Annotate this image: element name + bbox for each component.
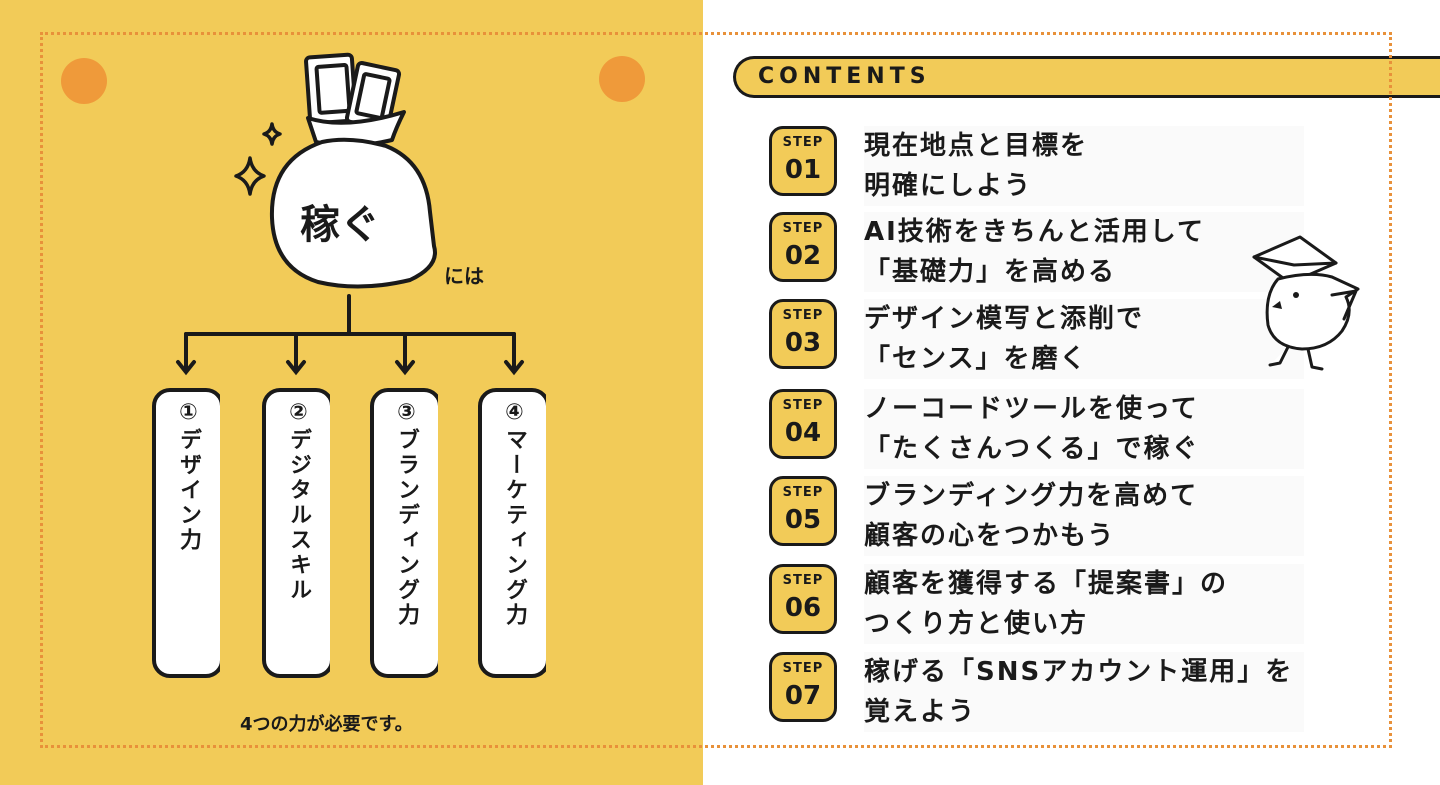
step-title-line2: 明確にしよう	[864, 171, 1033, 201]
step-badge-number: 04	[784, 418, 822, 448]
column-card-1	[152, 388, 220, 678]
step-title: 稼げる「SNSアカウント運用」を 覚えよう	[864, 652, 1304, 732]
step-title: 現在地点と目標を 明確にしよう	[864, 126, 1304, 206]
step-title-line2: つくり方と使い方	[864, 609, 1089, 639]
step-title-line2: 「センス」を磨く	[864, 344, 1088, 374]
step-badge-number: 05	[784, 505, 822, 535]
step-badge-number: 01	[784, 155, 822, 185]
step-badge: STEP 02	[769, 212, 837, 282]
contents-header-bar	[733, 56, 1440, 98]
bird-with-envelope-icon	[1252, 235, 1360, 371]
step-badge-number: 06	[784, 593, 822, 623]
bag-label: 稼ぐ	[300, 202, 380, 248]
step-title: ブランディング力を高めて 顧客の心をつかもう	[864, 476, 1304, 556]
footer-note: 4つの力が必要です。	[240, 714, 413, 735]
step-title-line1: ノーコードツールを使って	[864, 394, 1199, 424]
step-title-line1: 現在地点と目標を	[864, 131, 1089, 161]
orange-dot-left	[61, 58, 107, 104]
step-badge: STEP 03	[769, 299, 837, 369]
step-title-line2: 覚えよう	[864, 697, 977, 727]
step-badge: STEP 05	[769, 476, 837, 546]
step-badge-label: STEP	[782, 135, 824, 150]
step-badge-label: STEP	[782, 308, 824, 323]
step-badge-label: STEP	[782, 661, 824, 676]
step-title: ノーコードツールを使って 「たくさんつくる」で稼ぐ	[864, 389, 1304, 469]
step-title-line1: AI技術をきちんと活用して	[864, 217, 1206, 247]
step-badge-number: 02	[784, 241, 822, 271]
step-badge-number: 03	[784, 328, 822, 358]
column-label-digital: ②デジタルスキル	[286, 400, 311, 603]
column-label-branding: ③ブランディング力	[394, 400, 419, 628]
step-title-line1: 稼げる「SNSアカウント運用」を	[864, 657, 1294, 687]
column-card-3	[370, 388, 438, 678]
column-card-4	[478, 388, 546, 678]
step-badge-label: STEP	[782, 573, 824, 588]
money-bag-illustration	[176, 52, 524, 376]
orange-dot-right	[599, 56, 645, 102]
contents-title: CONTENTS	[758, 64, 931, 89]
step-title-line2: 顧客の心をつかもう	[864, 521, 1116, 551]
column-label-design: ①デザイン力	[176, 400, 201, 553]
step-title-line1: ブランディング力を高めて	[864, 481, 1199, 511]
step-badge: STEP 07	[769, 652, 837, 722]
column-card-2	[262, 388, 330, 678]
column-label-marketing: ④マーケティング力	[502, 400, 527, 628]
step-title: 顧客を獲得する「提案書」の つくり方と使い方	[864, 564, 1304, 644]
step-badge-label: STEP	[782, 221, 824, 236]
step-title-line1: デザイン模写と添削で	[864, 304, 1145, 334]
niha-label: には	[444, 264, 484, 288]
step-badge-label: STEP	[782, 398, 824, 413]
step-title: AI技術をきちんと活用して 「基礎力」を高める	[864, 212, 1304, 292]
step-badge-number: 07	[784, 681, 822, 711]
step-badge: STEP 04	[769, 389, 837, 459]
step-title: デザイン模写と添削で 「センス」を磨く	[864, 299, 1304, 379]
step-title-line2: 「たくさんつくる」で稼ぐ	[864, 434, 1200, 464]
step-badge-label: STEP	[782, 485, 824, 500]
step-badge: STEP 01	[769, 126, 837, 196]
step-title-line2: 「基礎力」を高める	[864, 257, 1117, 287]
step-title-line1: 顧客を獲得する「提案書」の	[864, 569, 1229, 599]
step-badge: STEP 06	[769, 564, 837, 634]
